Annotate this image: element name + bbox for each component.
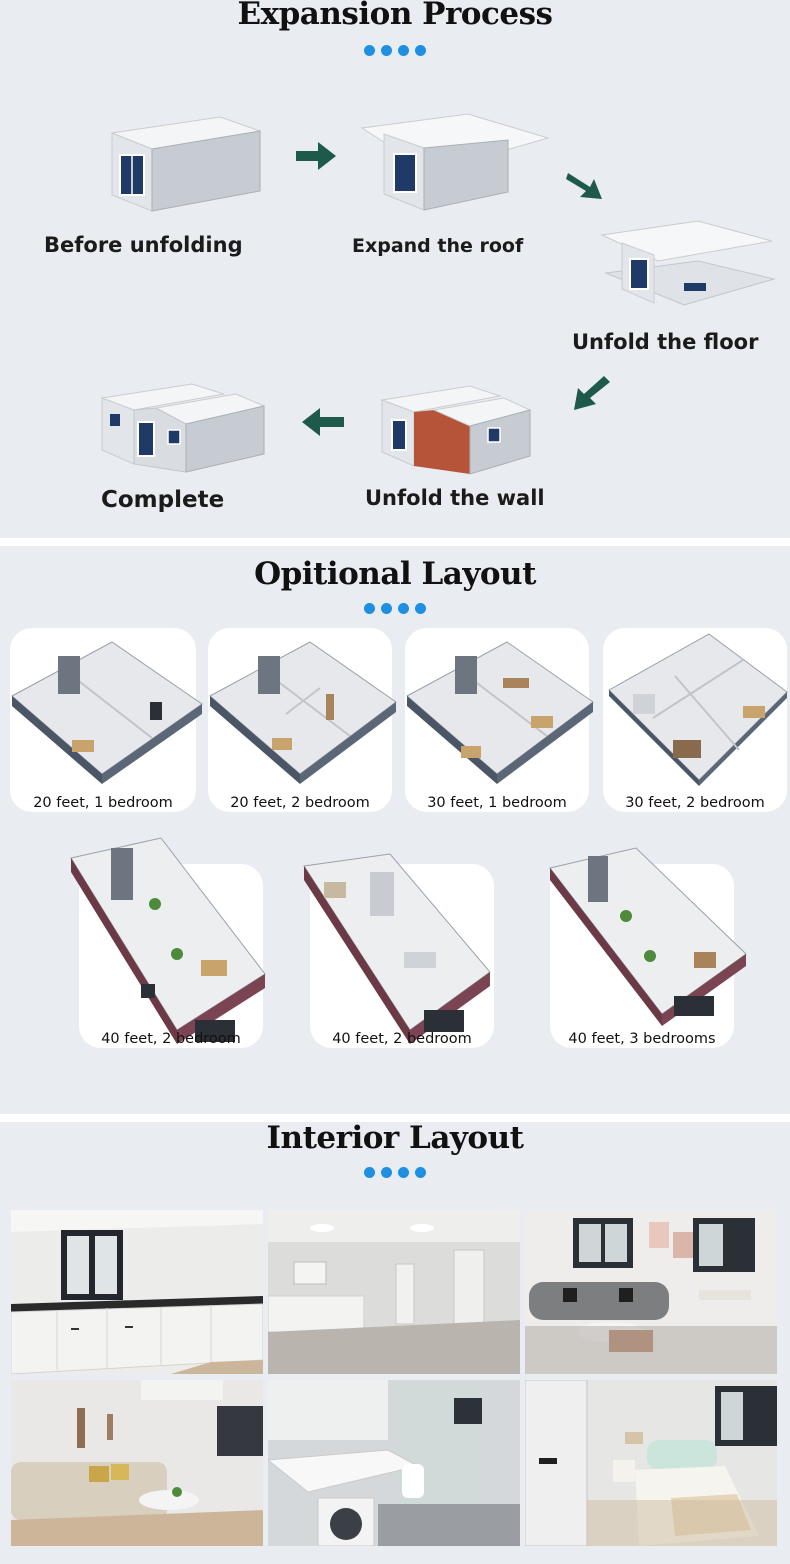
layout-card-label: 40 feet, 3 bedrooms xyxy=(568,1031,716,1047)
floor-plan-image xyxy=(11,641,203,784)
step-label-unfold-floor: Unfold the floor xyxy=(572,330,759,354)
layout-card-30ft-2bed[interactable]: 30 feet, 2 bedroom xyxy=(603,628,788,812)
step-unfold-floor-image xyxy=(598,205,778,319)
optional-layout-title: Opitional Layout xyxy=(254,556,536,592)
layout-card-40ft-2bed-b[interactable]: 40 feet, 2 bedroom xyxy=(303,853,494,1048)
interior-photo-living-room[interactable] xyxy=(525,1210,777,1374)
interior-photo-sofa-lounge[interactable] xyxy=(11,1380,263,1546)
floor-plan-image xyxy=(303,853,491,1044)
interior-photo-hallway[interactable] xyxy=(268,1210,520,1374)
interior-photo-bathroom[interactable] xyxy=(268,1380,520,1546)
floor-plan-image xyxy=(549,847,747,1026)
floor-plan-image xyxy=(406,641,594,784)
arrow-left-icon xyxy=(302,408,344,436)
optional-layout-section: Opitional Layout 20 feet, 1 bedroom 20 f… xyxy=(0,546,790,1114)
layout-card-label: 20 feet, 1 bedroom xyxy=(33,795,173,811)
layout-card-label: 40 feet, 2 bedroom xyxy=(101,1031,241,1047)
layout-card-30ft-1bed[interactable]: 30 feet, 1 bedroom xyxy=(405,628,594,812)
step-expand-roof-image xyxy=(358,100,553,216)
floor-plan-image xyxy=(608,633,788,786)
layout-card-40ft-3bed[interactable]: 40 feet, 3 bedrooms xyxy=(549,847,747,1048)
layout-card-20ft-2bed[interactable]: 20 feet, 2 bedroom xyxy=(208,628,397,812)
interior-layout-title: Interior Layout xyxy=(266,1120,524,1156)
step-complete-image xyxy=(96,368,276,482)
expansion-process-section: Expansion Process Before unfolding Expan… xyxy=(0,0,790,538)
step-label-before-unfolding: Before unfolding xyxy=(44,233,243,257)
layout-card-label: 30 feet, 2 bedroom xyxy=(625,795,765,811)
arrow-down-right-icon xyxy=(566,173,602,199)
layout-card-20ft-1bed[interactable]: 20 feet, 1 bedroom xyxy=(10,628,203,812)
title-dots xyxy=(0,599,790,614)
step-before-unfolding-image xyxy=(100,105,270,219)
floor-plan-image xyxy=(70,837,266,1044)
layout-card-label: 20 feet, 2 bedroom xyxy=(230,795,370,811)
arrow-down-left-icon xyxy=(574,376,610,410)
step-label-complete: Complete xyxy=(101,487,225,513)
step-unfold-wall-image xyxy=(374,370,534,484)
title-dots xyxy=(0,1163,790,1178)
layout-card-label: 30 feet, 1 bedroom xyxy=(427,795,567,811)
interior-photo-bedroom[interactable] xyxy=(525,1380,777,1546)
interior-photo-kitchen[interactable] xyxy=(11,1210,263,1374)
expansion-process-title: Expansion Process xyxy=(237,0,553,32)
step-label-unfold-wall: Unfold the wall xyxy=(365,486,545,510)
arrow-right-icon xyxy=(296,142,336,170)
step-label-expand-roof: Expand the roof xyxy=(352,235,524,257)
floor-plan-image xyxy=(209,641,397,784)
interior-layout-section: Interior Layout xyxy=(0,1120,790,1564)
layout-card-40ft-2bed-a[interactable]: 40 feet, 2 bedroom xyxy=(70,837,266,1048)
title-dots xyxy=(0,41,790,56)
layout-card-label: 40 feet, 2 bedroom xyxy=(332,1031,472,1047)
